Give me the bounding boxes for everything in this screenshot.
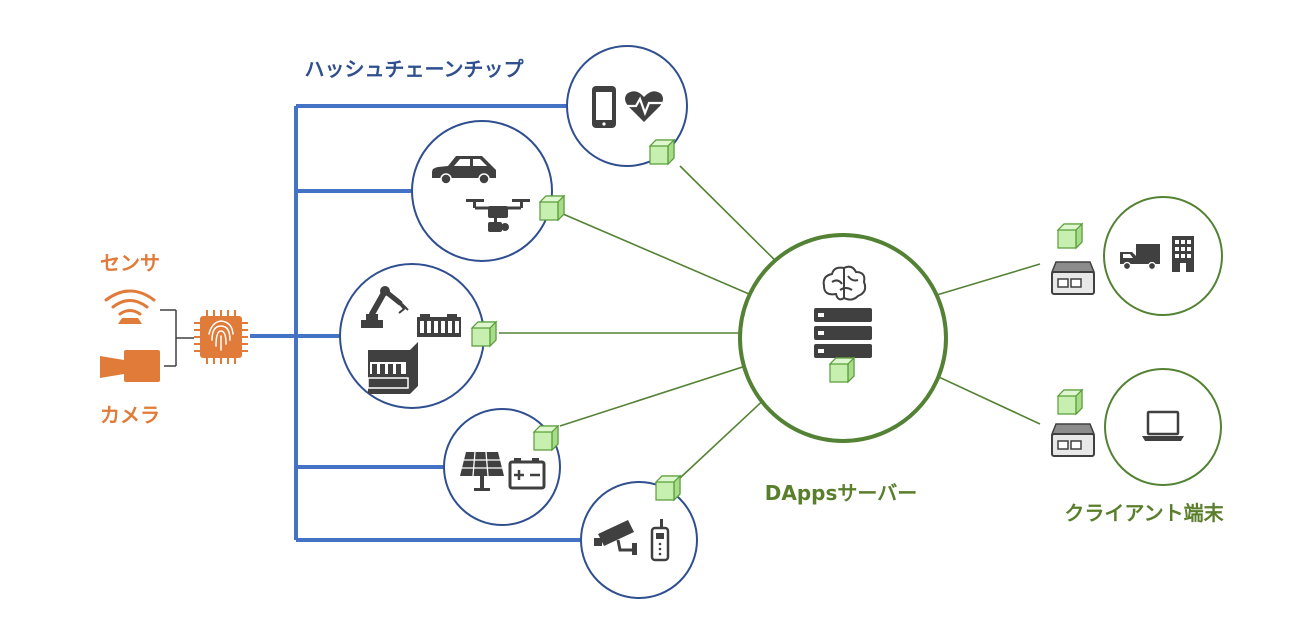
dapps-server-node [738,233,948,443]
device-node-mobile [566,45,688,167]
security-camera-icon [594,520,637,555]
block-cube-icon [533,425,559,451]
heart-rate-icon [625,91,663,122]
server-rack-icon [814,308,872,358]
device-node-energy [443,408,561,526]
block-cube-icon [655,475,681,501]
client-terminal-label: クライアント端末 [1064,501,1224,525]
truck-icon [1120,244,1160,271]
dapps-server-label: DAppsサーバー [765,481,917,505]
robot-arm-icon [361,286,409,328]
block-cube-icon [471,321,497,347]
device-node-security [580,475,698,599]
block-cube-icon [649,139,675,165]
block-cube-icon [1057,223,1083,249]
sensor-connector [160,309,194,367]
gateway-box-icon [1051,423,1095,457]
gateway-box-icon [1051,261,1095,295]
fingerprint-chip-icon [194,310,248,364]
solar-panel-icon [460,451,504,491]
hash-chain-bus [250,104,580,542]
block-cube-icon [1057,389,1083,415]
plc-module-icon [417,314,461,337]
building-icon [1172,236,1194,272]
device-node-vehicle [411,120,565,262]
client-node-logistics [1103,196,1223,316]
camera-icon [100,350,160,382]
device-node-factory [339,263,497,409]
sensor-label: センサ [100,251,160,275]
car-icon [432,156,496,185]
camera-label: カメラ [100,403,160,427]
client-gateway-bottom [1051,389,1095,457]
handheld-radio-icon [650,519,670,562]
laptop-icon [1142,410,1184,441]
battery-icon [508,458,546,490]
block-cube-icon [539,195,565,221]
wifi-sensor-icon [104,289,156,324]
client-node-pc [1104,368,1222,486]
block-cube-icon [829,357,855,383]
brain-icon [822,265,867,301]
smartphone-icon [592,86,616,128]
factory-machine-icon [367,342,418,394]
client-gateway-top [1051,223,1095,295]
drone-icon [466,199,530,232]
hash-chip-label: ハッシュチェーンチップ [305,57,525,81]
